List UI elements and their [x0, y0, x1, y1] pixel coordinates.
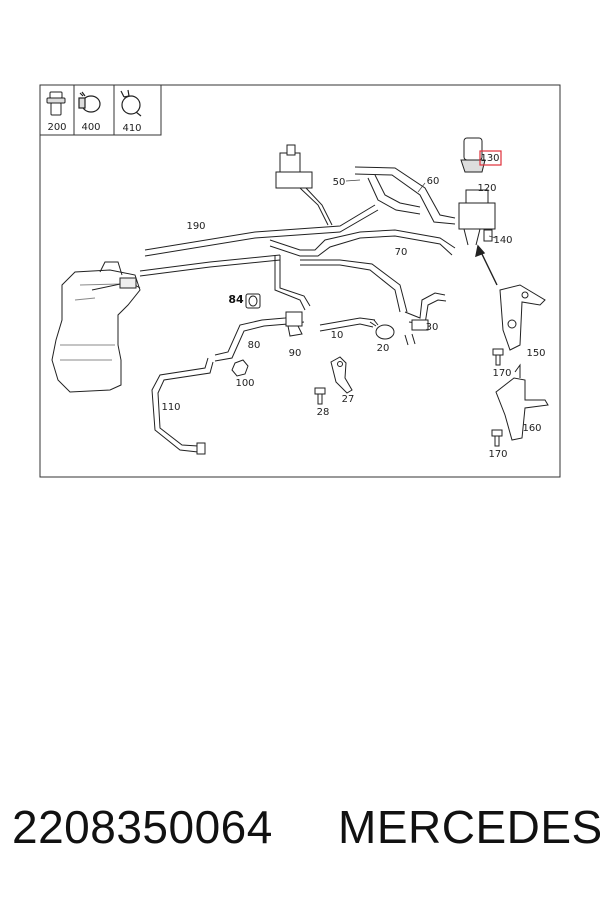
callout-90: 90 [289, 348, 302, 359]
part-number: 2208350064 [12, 801, 273, 853]
callout-60: 60 [427, 176, 440, 187]
part-20-clamp [369, 319, 395, 340]
callout-170-upper: 170 [492, 368, 511, 379]
parts-diagram: 200 400 410 [39, 84, 561, 478]
callout-140: 140 [493, 235, 512, 246]
callout-20: 20 [377, 343, 390, 354]
hose-110 [151, 357, 214, 455]
screw-170-lower [491, 429, 503, 447]
legend-label-200: 200 [47, 122, 66, 133]
callout-80: 80 [248, 340, 261, 351]
callout-130-highlight [479, 150, 502, 166]
hose-190 [139, 204, 379, 277]
assembly-arrow [475, 244, 498, 286]
callout-50: 50 [333, 177, 346, 188]
grommet-icon [46, 91, 66, 116]
leader-lines [345, 179, 497, 239]
callout-190: 190 [186, 221, 205, 232]
callout-70: 70 [395, 247, 408, 258]
callout-110: 110 [161, 402, 180, 413]
hose-50-60 [354, 166, 456, 225]
callout-27: 27 [342, 394, 355, 405]
washer-reservoir [51, 261, 141, 393]
screw-170-upper [492, 348, 504, 366]
auxiliary-valve [275, 144, 333, 226]
callout-84: 84 [228, 293, 244, 306]
water-valve-assembly [458, 137, 496, 246]
bracket-150 [499, 284, 546, 351]
part-100-nut [231, 359, 249, 377]
legend-label-400: 400 [81, 122, 100, 133]
hose-70 [269, 229, 456, 313]
brand-name: MERCEDES [338, 801, 600, 853]
part-27-bracket [330, 356, 353, 394]
bracket-160 [495, 363, 549, 441]
part-90-clip [287, 325, 303, 337]
callout-30: 30 [426, 322, 439, 333]
callout-10: 10 [331, 330, 344, 341]
callout-170-lower: 170 [488, 449, 507, 460]
hose-clamp-icon [78, 91, 101, 113]
spring-clamp-icon [120, 89, 142, 117]
footer: 2208350064 MERCEDES [0, 800, 600, 870]
callout-130: 130 [480, 153, 499, 164]
callout-160: 160 [522, 423, 541, 434]
part-28-screw [314, 387, 326, 405]
callout-100: 100 [235, 378, 254, 389]
legend-label-410: 410 [122, 123, 141, 134]
callout-150: 150 [526, 348, 545, 359]
callout-120: 120 [477, 183, 496, 194]
part-84-grommet [245, 293, 261, 309]
legend-box: 200 400 410 [39, 84, 162, 136]
callout-28: 28 [317, 407, 330, 418]
hose-10-30 [319, 292, 447, 346]
hose-80 [214, 311, 305, 362]
